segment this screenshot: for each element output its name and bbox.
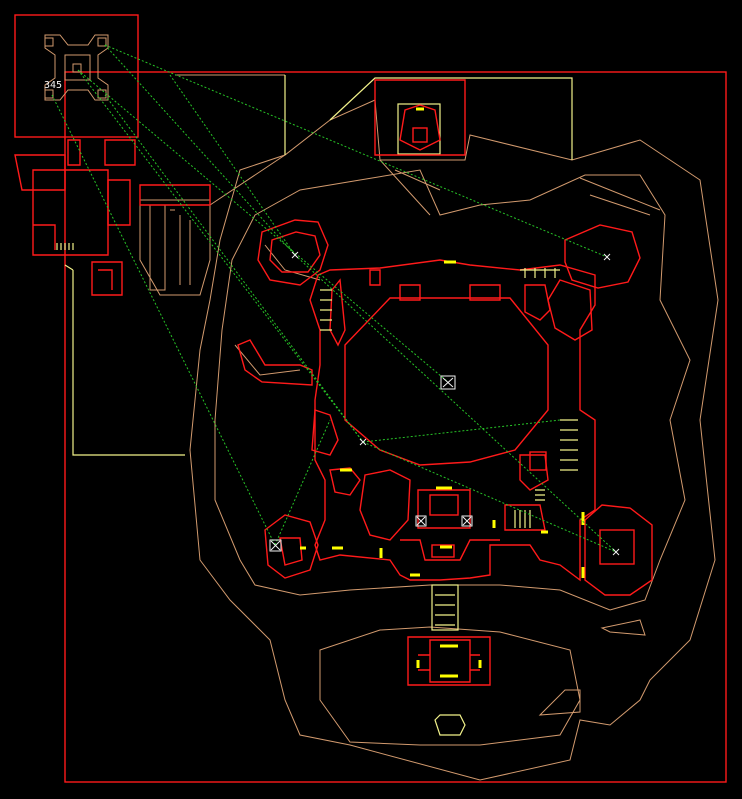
marker-x — [359, 438, 367, 446]
marker-x — [440, 375, 456, 390]
outer-boundary — [14, 14, 727, 783]
walls — [14, 79, 653, 686]
doors — [300, 107, 585, 678]
floor-contours — [139, 74, 719, 781]
teleport-lines — [51, 44, 617, 553]
marker-x — [612, 548, 620, 556]
marker-x — [415, 515, 427, 527]
marker-x — [269, 539, 282, 552]
marker-x — [461, 515, 473, 527]
ceiling-contours — [64, 75, 573, 736]
map-markers — [269, 251, 620, 556]
staircases — [56, 243, 578, 528]
marker-x — [291, 251, 299, 259]
sector-label: 345 — [44, 80, 62, 91]
nw-corner-room: 345 — [44, 34, 109, 101]
marker-x — [603, 253, 611, 261]
